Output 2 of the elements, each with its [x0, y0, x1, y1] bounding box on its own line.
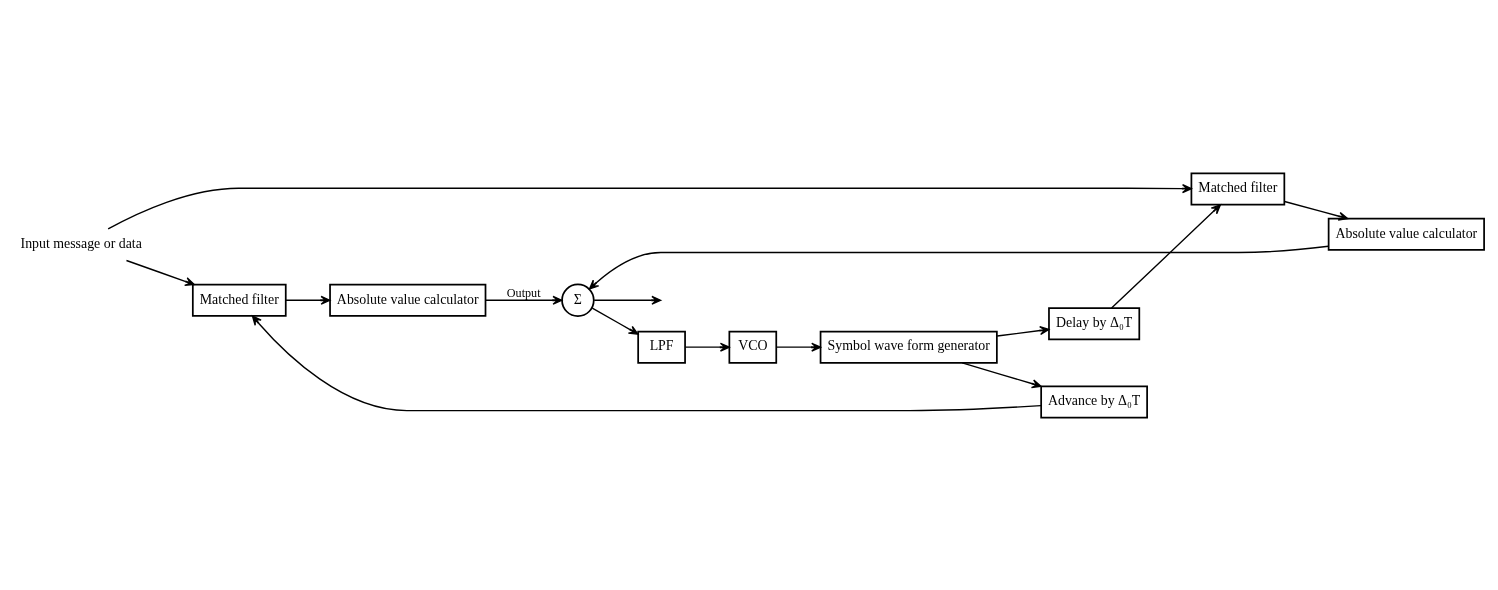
- node-text: Input message or data: [20, 235, 142, 251]
- edge-label: Output: [506, 285, 541, 300]
